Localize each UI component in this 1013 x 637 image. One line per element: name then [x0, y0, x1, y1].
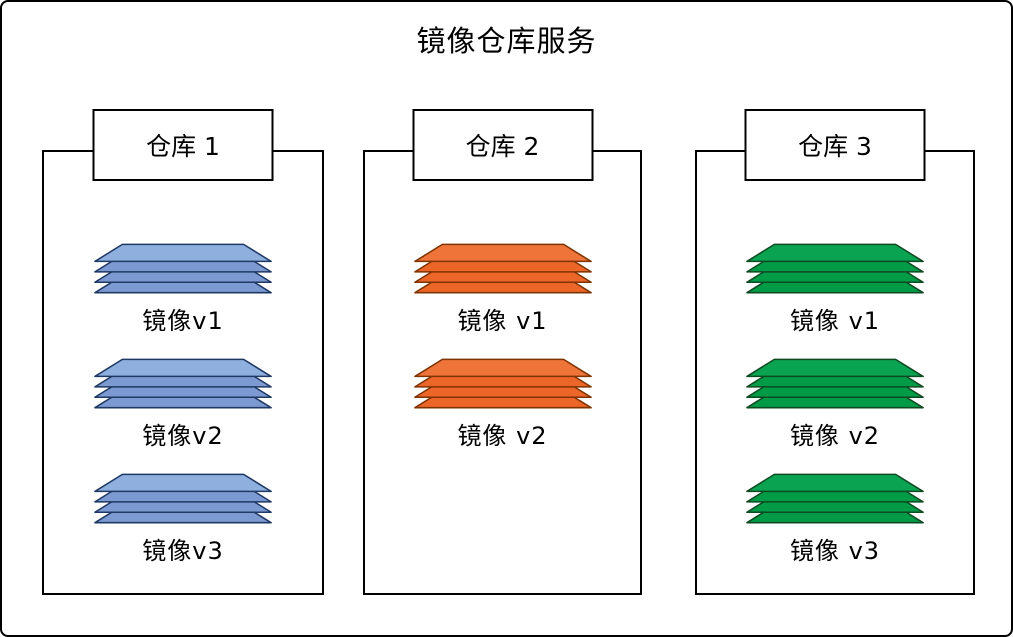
warehouse-3-container: 仓库 3 镜像 v1 镜像 v2 镜像 v3	[695, 109, 975, 595]
diagram-title: 镜像仓库服务	[416, 24, 597, 58]
image-layers-icon	[94, 243, 272, 294]
image-stack: 镜像 v1	[742, 242, 928, 336]
warehouse-3-label: 仓库 3	[798, 132, 872, 161]
image-stack: 镜像 v3	[742, 472, 928, 566]
image-layers-icon	[413, 243, 592, 294]
image-label: 镜像v3	[142, 537, 224, 565]
image-stack: 镜像v3	[90, 472, 276, 566]
warehouse-3-stacks: 镜像 v1 镜像 v2 镜像 v3	[697, 152, 973, 593]
warehouse-1-label: 仓库 1	[146, 132, 220, 161]
image-stack: 镜像v2	[90, 357, 276, 451]
warehouse-1-container: 仓库 1 镜像v1 镜像v2 镜像v3	[42, 109, 324, 595]
image-label: 镜像 v3	[789, 537, 881, 565]
warehouse-1-stacks: 镜像v1 镜像v2 镜像v3	[44, 152, 322, 593]
warehouse-2-stacks: 镜像 v1 镜像 v2	[365, 152, 640, 593]
warehouse-3-label-box: 仓库 3	[744, 109, 926, 181]
warehouse-2-label: 仓库 2	[465, 132, 540, 161]
warehouse-2-label-box: 仓库 2	[412, 109, 593, 181]
image-label: 镜像v1	[142, 307, 224, 335]
image-layers-icon	[413, 358, 592, 409]
image-layers-icon	[746, 243, 924, 294]
image-label: 镜像 v2	[789, 422, 881, 450]
image-layers-icon	[746, 358, 924, 409]
image-stack: 镜像 v2	[410, 357, 596, 451]
image-label: 镜像v2	[142, 422, 224, 450]
image-stack: 镜像 v1	[410, 242, 596, 336]
image-stack: 镜像v1	[90, 242, 276, 336]
warehouse-1-label-box: 仓库 1	[92, 109, 274, 181]
image-layers-icon	[746, 473, 924, 524]
image-stack: 镜像 v2	[742, 357, 928, 451]
image-label: 镜像 v2	[457, 422, 548, 450]
image-layers-icon	[94, 473, 272, 524]
image-label: 镜像 v1	[457, 307, 548, 335]
image-label: 镜像 v1	[789, 307, 881, 335]
warehouse-2-container: 仓库 2 镜像 v1 镜像 v2	[363, 109, 642, 595]
image-layers-icon	[94, 358, 272, 409]
